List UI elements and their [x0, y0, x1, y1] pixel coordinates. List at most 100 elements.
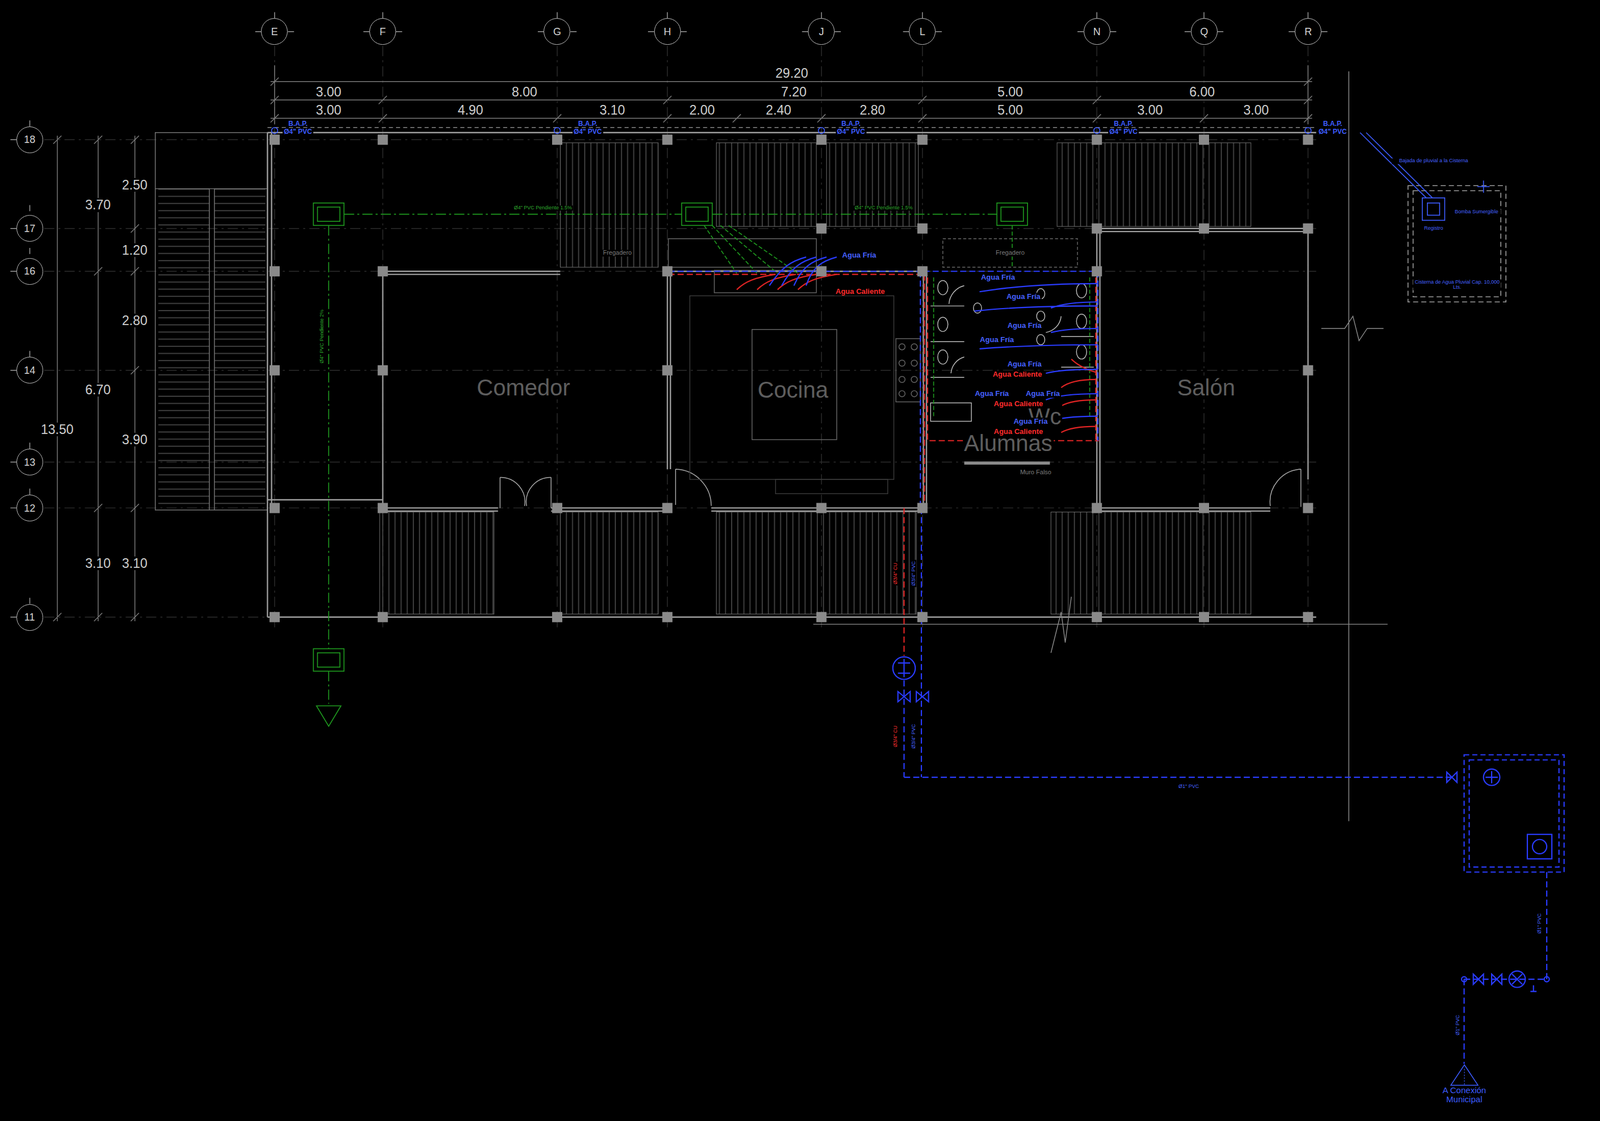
cold-water-pipes — [668, 257, 1565, 1064]
top-edge — [267, 127, 1316, 128]
room-name: Cocina — [756, 377, 830, 402]
fixture-label: Muro Falso — [1019, 469, 1053, 477]
hot-water-label: Agua Caliente — [992, 427, 1045, 436]
room-name: Comedor — [475, 375, 572, 400]
grid-bubble: J — [807, 18, 835, 45]
note-label: Registro — [1422, 225, 1445, 231]
grid-bubble: 18 — [16, 126, 44, 154]
grid-bubble: F — [369, 18, 397, 45]
stair-treads — [214, 188, 266, 508]
dimension-label: 2.50 — [120, 177, 149, 192]
cold-water-label: Agua Fría — [973, 389, 1010, 398]
grid-label: 18 — [23, 134, 36, 145]
grid-bubble: 11 — [16, 604, 44, 631]
note-label: Cisterna de Agua Pluvial Cap. 10,000 Lts… — [1413, 279, 1502, 290]
downpipe-label: B.A.P. — [840, 119, 862, 128]
doors — [499, 469, 1301, 508]
connection-label: A Conexión Municipal — [1433, 1085, 1496, 1105]
downpipe-label: B.A.P. — [1112, 119, 1135, 128]
dimension-label: 3.10 — [120, 556, 149, 571]
pipe-size-label: Ø3/4" CU — [893, 724, 899, 749]
grid-bubble: Q — [1190, 18, 1218, 45]
dimension-label: 1.20 — [120, 243, 149, 258]
drainage — [313, 203, 1090, 727]
grid-label: 12 — [23, 503, 36, 514]
downpipe-label: Ø4" PVC — [1317, 128, 1349, 136]
dimension-label: 2.80 — [858, 103, 887, 117]
dimension-label: 3.10 — [83, 556, 112, 571]
municipal-connection: A Conexión Municipal — [1430, 1064, 1498, 1107]
grid-bubble: N — [1083, 18, 1111, 45]
dimension-label: 5.00 — [996, 85, 1025, 99]
note-label: Bomba Sumergible — [1451, 209, 1502, 215]
dimension-label: 7.20 — [780, 85, 808, 99]
dimension-label: 3.00 — [314, 103, 343, 117]
grid-label: E — [271, 26, 279, 37]
stair — [155, 132, 268, 511]
hot-water-label: Agua Caliente — [991, 370, 1044, 379]
stair-treads — [158, 188, 210, 508]
downpipe-label: Ø4" PVC — [282, 128, 314, 136]
downpipe-label: B.A.P. — [1321, 119, 1344, 128]
hot-water-label: Agua Caliente — [834, 288, 887, 297]
cold-water-label: Agua Fría — [840, 251, 878, 260]
triangle-axis — [1463, 1068, 1465, 1085]
grid-bubble: R — [1294, 18, 1322, 45]
pipe-size-label: Ø1" PVC — [1537, 912, 1543, 936]
dimension-label: 3.00 — [1135, 103, 1164, 117]
dimension-label: 3.70 — [83, 198, 112, 212]
false-wall — [963, 461, 1050, 465]
dimension-label: 4.90 — [456, 103, 485, 117]
grid-bubble: G — [543, 18, 571, 45]
pipe-size-label: Ø3/4" PVC — [911, 723, 917, 751]
dimension-label: 5.00 — [996, 103, 1025, 117]
pipe-size-label: Ø1" PVC — [1455, 1013, 1461, 1037]
fixture-label: Fregadero — [601, 249, 634, 257]
downpipe-label: Ø4" PVC — [1108, 128, 1139, 136]
grid-label: F — [379, 26, 386, 37]
downpipe-label: Ø4" PVC — [572, 128, 604, 136]
grid-bubble: 16 — [16, 258, 44, 285]
rainwater-cistern — [271, 127, 1507, 302]
cold-water-label: Agua Fría — [1006, 360, 1043, 369]
dimension-label: 2.00 — [688, 103, 717, 117]
grid-label: Q — [1200, 26, 1208, 37]
grid-label: R — [1304, 26, 1312, 37]
dimension-label: 6.00 — [1188, 85, 1216, 99]
dimension-label: 6.70 — [83, 382, 112, 397]
cold-water-label: Agua Fría — [978, 335, 1016, 344]
connection-triangle — [1450, 1064, 1479, 1086]
pipe-size-label: Ø3/4" PVC — [911, 560, 917, 588]
cold-water-label: Agua Fría — [1006, 321, 1043, 330]
pipe-size-label: Ø1" PVC — [1177, 784, 1200, 790]
break-lines — [813, 71, 1388, 822]
cold-water-label: Agua Fría — [1005, 293, 1042, 302]
grid-lines — [44, 45, 1317, 628]
grid-label: G — [553, 26, 562, 37]
dimension-label: 3.00 — [1242, 103, 1271, 117]
dimension-label: 2.80 — [120, 313, 149, 328]
downpipe-label: B.A.P. — [287, 119, 309, 128]
bubble-ticks — [10, 12, 1328, 618]
drain-slope-label: Ø4" PVC Pendiente 1.5% — [853, 205, 914, 211]
grid-label: 13 — [23, 457, 36, 468]
downpipe-label: B.A.P. — [577, 119, 599, 128]
grid-label: 11 — [24, 612, 36, 623]
pipe-size-label: Ø3/4" CU — [893, 561, 899, 586]
grid-label: H — [663, 26, 672, 37]
grid-bubble: L — [908, 18, 936, 45]
cold-water-label: Agua Fría — [979, 273, 1017, 282]
kitchen-fixtures — [668, 238, 1078, 494]
stair-lines — [155, 188, 268, 511]
grid-label: 16 — [23, 266, 36, 277]
dimension-label: 3.10 — [598, 103, 627, 117]
hot-water-label: Agua Caliente — [992, 400, 1045, 408]
walls — [267, 132, 1316, 618]
dimension-label: 2.40 — [764, 103, 793, 117]
downpipe-label: Ø4" PVC — [835, 128, 867, 136]
dimension-label: 3.90 — [120, 432, 149, 447]
dimension-label: 29.20 — [774, 66, 810, 80]
triangle-outline — [1450, 1064, 1479, 1086]
